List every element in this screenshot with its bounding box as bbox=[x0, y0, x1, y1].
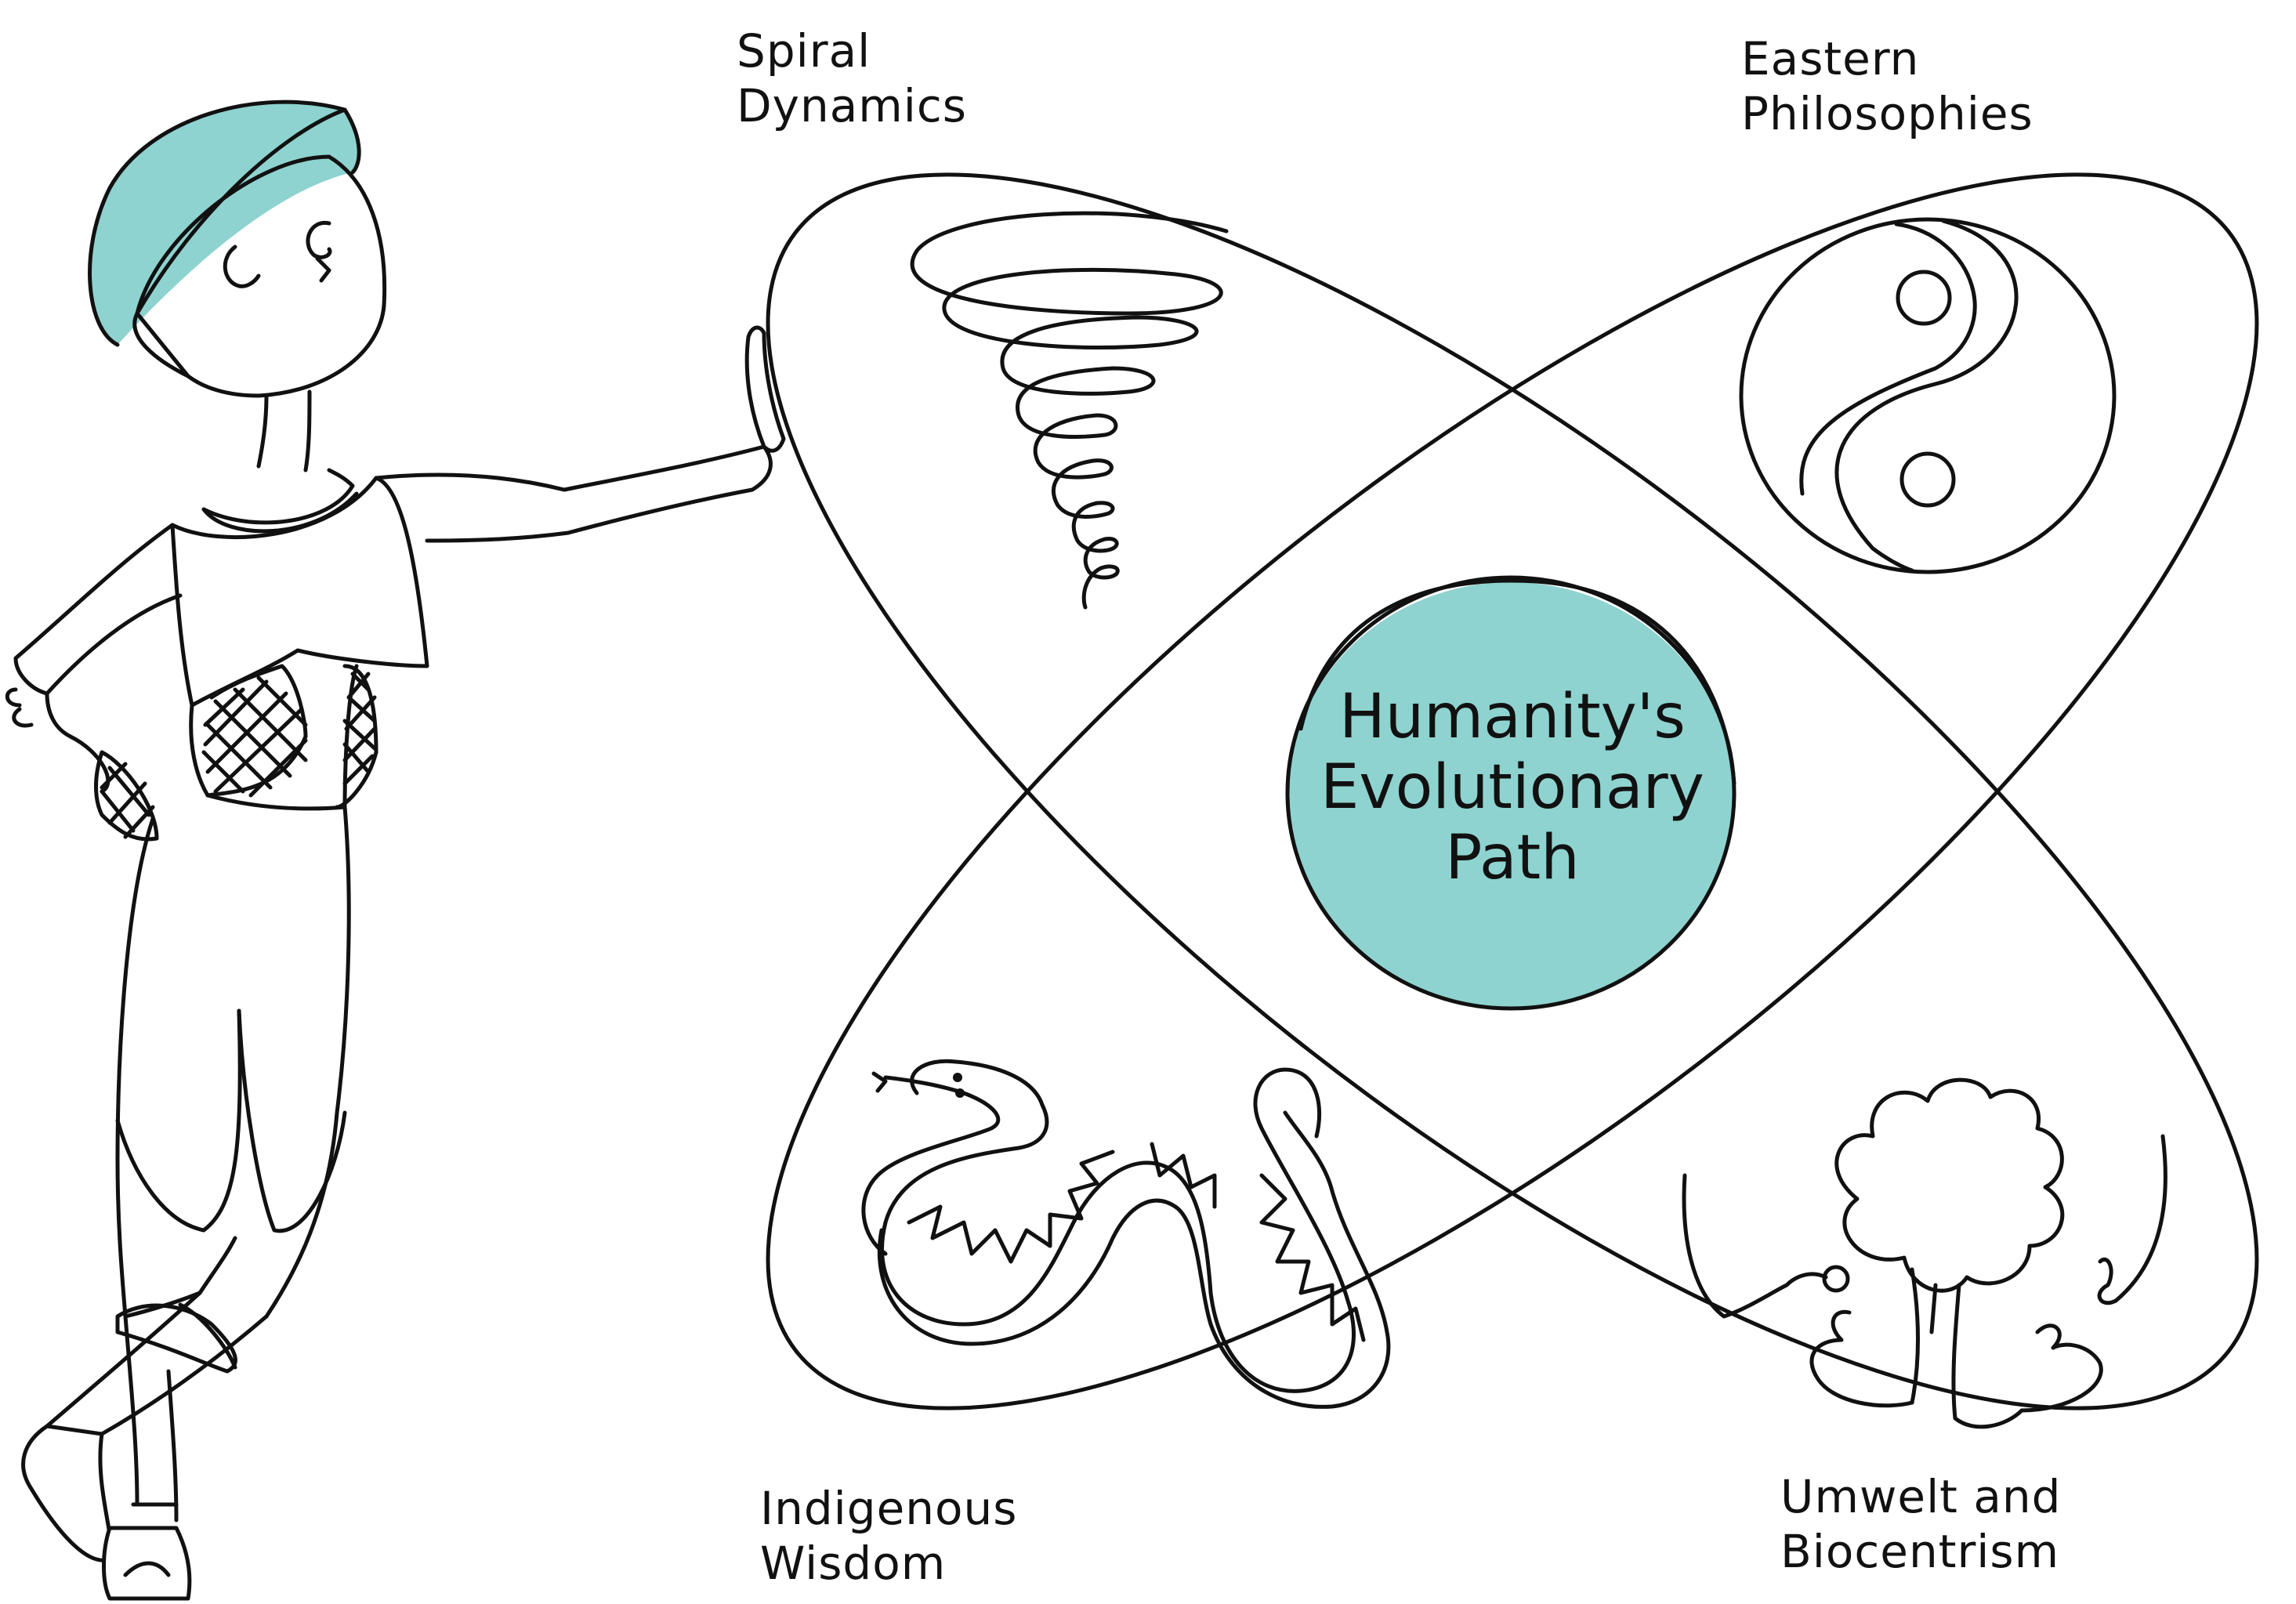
label-eastern-philosophies: Eastern Philosophies bbox=[1741, 31, 2033, 141]
center-label-line-3: Path bbox=[1445, 823, 1580, 893]
label-umwelt-biocentrism-line-1: Umwelt and bbox=[1780, 1470, 2062, 1523]
label-eastern-philosophies-line-2: Philosophies bbox=[1741, 87, 2033, 140]
mesh-pattern bbox=[94, 664, 378, 842]
center-label-line-2: Evolutionary bbox=[1320, 752, 1704, 823]
center-circle bbox=[1285, 575, 1736, 1011]
center-label: Humanity's Evolutionary Path bbox=[1285, 682, 1740, 893]
label-spiral-dynamics-line-2: Dynamics bbox=[737, 79, 968, 132]
character-figure bbox=[5, 100, 786, 1601]
label-spiral-dynamics-line-1: Spiral bbox=[737, 24, 871, 78]
label-indigenous-wisdom-line-1: Indigenous bbox=[760, 1482, 1018, 1535]
ellipse-top-left-to-bottom-right bbox=[766, 172, 2259, 1410]
spiral-icon bbox=[910, 211, 1229, 610]
label-umwelt-biocentrism: Umwelt and Biocentrism bbox=[1780, 1469, 2061, 1579]
tree-with-hands-icon bbox=[1682, 1077, 2167, 1429]
label-eastern-philosophies-line-1: Eastern bbox=[1741, 32, 1920, 85]
ellipse-top-right-to-bottom-left bbox=[766, 172, 2259, 1410]
center-label-line-1: Humanity's bbox=[1339, 682, 1686, 752]
snake-icon bbox=[861, 1059, 1391, 1409]
label-spiral-dynamics: Spiral Dynamics bbox=[737, 24, 967, 133]
label-umwelt-biocentrism-line-2: Biocentrism bbox=[1780, 1525, 2060, 1578]
yin-yang-icon bbox=[1739, 217, 2117, 574]
label-indigenous-wisdom: Indigenous Wisdom bbox=[760, 1481, 1018, 1591]
petal-ellipses bbox=[766, 172, 2259, 1410]
label-indigenous-wisdom-line-2: Wisdom bbox=[760, 1537, 947, 1590]
